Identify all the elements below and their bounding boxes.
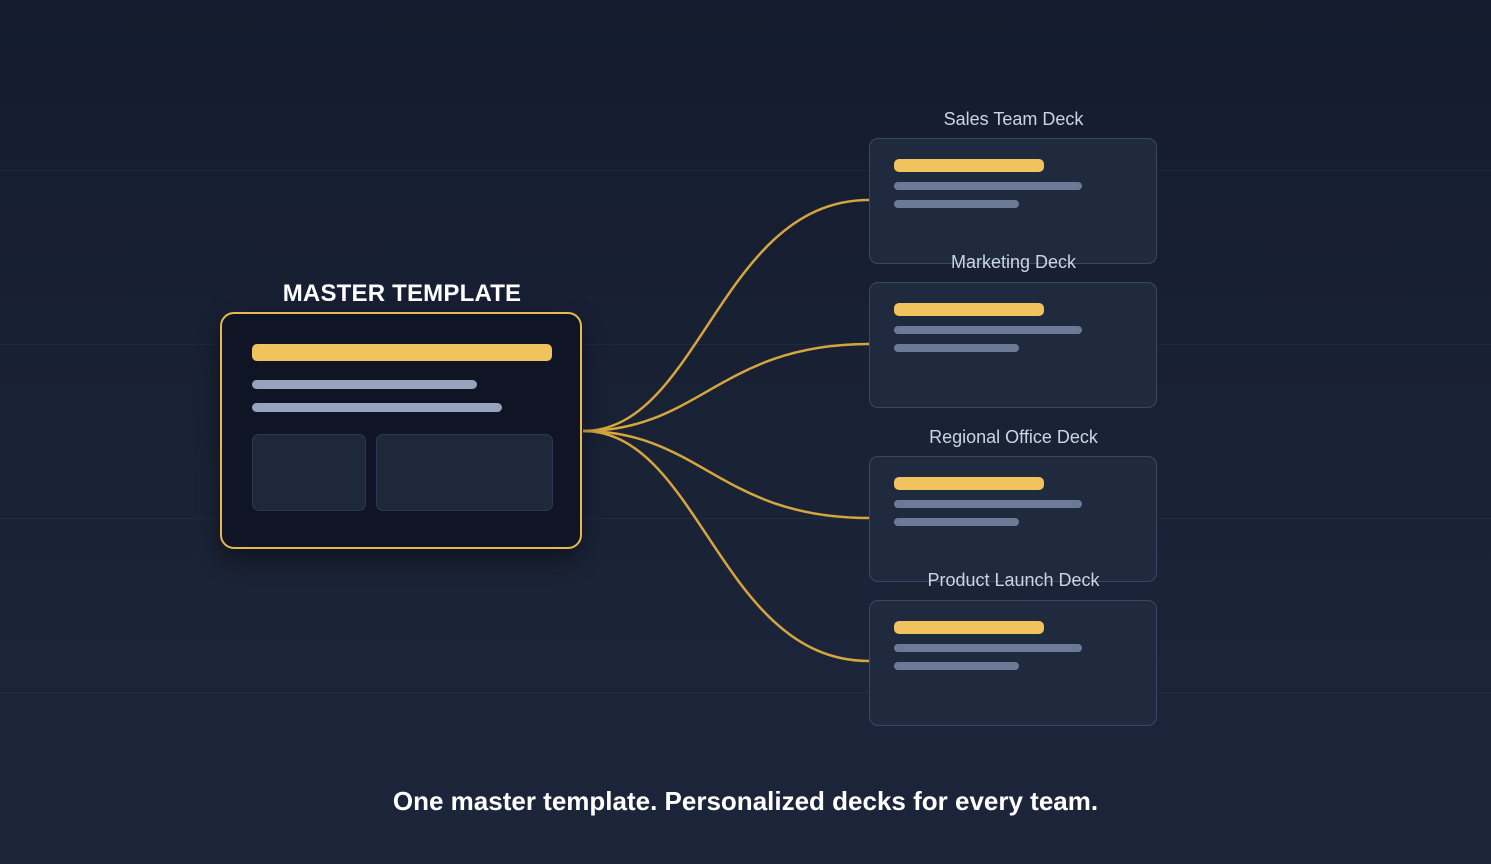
connector-product-launch-deck	[582, 429, 870, 663]
deck-label-regional-office: Regional Office Deck	[929, 427, 1098, 447]
deck-card-regional-office[interactable]	[869, 456, 1157, 582]
deck-card-title-placeholder	[894, 303, 1044, 316]
deck-card-text-placeholder	[894, 662, 1019, 670]
deck-label-product-launch: Product Launch Deck	[927, 570, 1100, 590]
master-card-content-block	[376, 434, 553, 511]
deck-label-marketing: Marketing Deck	[950, 252, 1077, 272]
master-card-title-placeholder	[252, 344, 552, 361]
background-gridline	[0, 518, 1491, 519]
deck-card-sales[interactable]	[869, 138, 1157, 264]
deck-card-text-placeholder	[894, 182, 1082, 190]
deck-label-sales: Sales Team Deck	[943, 109, 1084, 129]
connector-regional-office-deck	[582, 429, 870, 520]
deck-card-title-placeholder	[894, 477, 1044, 490]
master-template-card[interactable]	[220, 312, 582, 549]
tagline: One master template. Personalized decks …	[392, 786, 1099, 816]
deck-card-marketing[interactable]	[869, 282, 1157, 408]
deck-card-text-placeholder	[894, 326, 1082, 334]
background-gridline	[0, 344, 1491, 345]
deck-card-product-launch[interactable]	[869, 600, 1157, 726]
deck-card-title-placeholder	[894, 159, 1044, 172]
master-card-text-placeholder	[252, 380, 477, 389]
deck-card-text-placeholder	[894, 344, 1019, 352]
master-template-title: MASTER TEMPLATE	[282, 280, 522, 307]
deck-card-text-placeholder	[894, 200, 1019, 208]
deck-card-text-placeholder	[894, 518, 1019, 526]
deck-card-text-placeholder	[894, 500, 1082, 508]
background-gridline	[0, 170, 1491, 171]
master-card-content-block	[252, 434, 366, 511]
deck-card-title-placeholder	[894, 621, 1044, 634]
background-gridline	[0, 692, 1491, 693]
master-card-text-placeholder	[252, 403, 502, 412]
deck-card-text-placeholder	[894, 644, 1082, 652]
connector-marketing-deck	[582, 342, 870, 433]
connector-sales-deck	[582, 198, 870, 433]
